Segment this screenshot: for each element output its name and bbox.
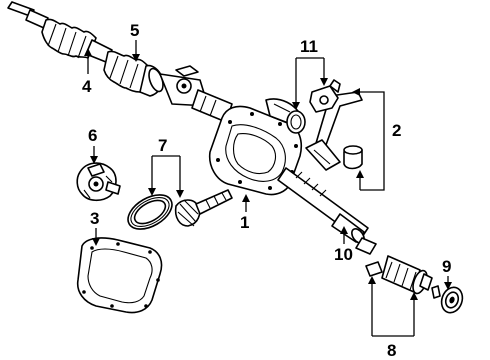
- stub-shaft-assembly: [365, 255, 433, 295]
- callout-4: 4: [82, 77, 92, 96]
- ring-gear: [127, 194, 173, 230]
- wheel-bearing-seal: [431, 285, 464, 314]
- differential-carrier: [76, 162, 121, 202]
- leader-lines: [84, 40, 452, 337]
- callout-5: 5: [130, 21, 139, 40]
- callout-6: 6: [88, 126, 97, 145]
- callout-9: 9: [442, 257, 451, 276]
- callout-3: 3: [90, 209, 99, 228]
- inner-cv-joint: [159, 65, 233, 123]
- axle-tube-right: [277, 167, 377, 255]
- callout-1: 1: [240, 213, 249, 232]
- callout-7: 7: [158, 136, 167, 155]
- callout-8: 8: [387, 341, 396, 360]
- cv-boot-inner: [103, 50, 164, 97]
- differential-cover: [76, 237, 163, 314]
- callout-2: 2: [392, 121, 401, 140]
- seal-and-actuator: [286, 79, 341, 134]
- callout-11: 11: [300, 37, 318, 56]
- callout-10: 10: [334, 245, 353, 264]
- cv-axle-shaft-outer: [7, 1, 113, 63]
- pinion-gear: [174, 189, 233, 227]
